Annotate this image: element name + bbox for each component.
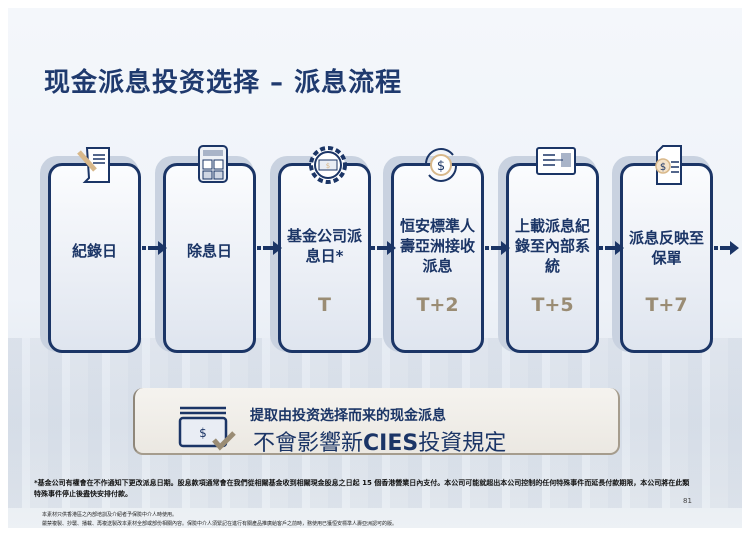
step-timing: T+2 [416, 294, 459, 316]
step-label: 派息反映至保單 [628, 229, 704, 267]
step-timing: T [318, 294, 331, 316]
footnote: *基金公司有權會在不作通知下更改派息日期。股息款項通常會在我們從相關基金收到相關… [34, 479, 690, 498]
step-timing: T+7 [645, 294, 688, 316]
arrow-right-icon [371, 241, 396, 255]
disclaimer-line: 本素材只供香港區之內部培訓及介紹者予保險中介人時使用。 [42, 512, 178, 518]
page-number: 81 [683, 497, 692, 505]
arrow-right-icon [599, 241, 624, 255]
step-record-date: 紀錄日 [48, 147, 141, 353]
note-line2: 不會影響新CIES投資規定 [253, 425, 506, 457]
note-line1: 提取由投资选择而来的现金派息 [250, 408, 446, 424]
gear-money-icon: $ [309, 146, 347, 184]
page-title: 现金派息投资选择 – 派息流程 [44, 68, 403, 98]
dollar-cycle-icon: $ [425, 148, 457, 182]
cash-check-icon: $ [178, 406, 236, 451]
step-label: 除息日 [186, 242, 232, 260]
note-line2-suffix: 投資規定 [418, 431, 507, 456]
arrow-right-icon [142, 241, 167, 255]
step-label: 紀錄日 [71, 242, 117, 260]
svg-text:$: $ [326, 162, 330, 170]
svg-text:$: $ [660, 162, 666, 173]
document-pen-icon [77, 147, 110, 183]
step-label: 上載派息紀錄至內部系統 [514, 217, 590, 275]
step-label: 恒安標準人壽亞洲接收派息 [399, 217, 475, 275]
step-fund-payment-date: $ 基金公司派息日* T [278, 146, 371, 353]
step-label: 基金公司派息日* [286, 227, 362, 265]
arrow-right-icon [257, 241, 282, 255]
arrow-right-icon [485, 241, 510, 255]
step-receive-dividend: $ 恒安標準人壽亞洲接收派息 T+2 [391, 148, 484, 353]
step-upload-records: 上載派息紀錄至內部系統 T+5 [506, 147, 599, 353]
svg-text:$: $ [437, 159, 445, 174]
step-reflect-policy: $ 派息反映至保單 T+7 [620, 145, 713, 353]
step-timing: T+5 [531, 294, 574, 316]
note-line2-prefix: 不會影響新 [253, 431, 364, 456]
note-line2-bold: CIES [363, 431, 419, 456]
arrow-right-icon [714, 241, 739, 255]
upload-record-icon [536, 147, 576, 175]
calculator-icon [198, 145, 228, 183]
step-ex-dividend-date: 除息日 [163, 145, 256, 353]
disclaimer: 本素材只供香港區之內部培訓及介紹者予保險中介人時使用。 嚴禁複製、抄襲、播載、再… [42, 511, 397, 529]
dollar-document-icon: $ [655, 145, 682, 185]
disclaimer-line: 嚴禁複製、抄襲、播載、再複送製改本素材全部或部份相關內容。保險中介人須緊記在進行… [42, 521, 398, 527]
svg-text:$: $ [199, 426, 207, 440]
